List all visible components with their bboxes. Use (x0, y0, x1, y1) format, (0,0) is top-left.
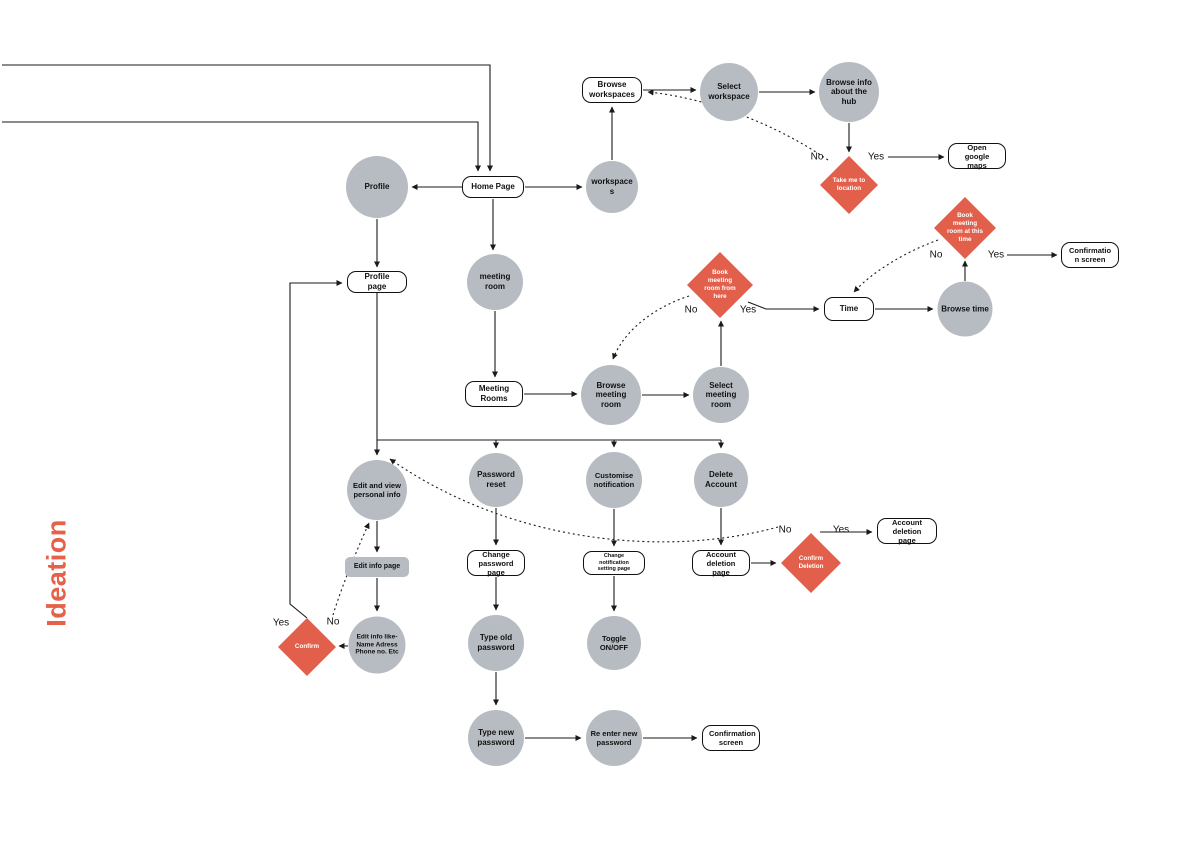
edge-bookhere-no-to-browse-meeting (612, 295, 690, 360)
node-change-password-page-label: Change password page (478, 549, 514, 577)
page-title: Ideation (41, 519, 72, 627)
edge-entry-top-1 (2, 64, 493, 172)
node-select-meeting-room-label: Select meeting room (705, 380, 737, 409)
node-edit-info-details: Edit info like- Name Adress Phone no. Et… (348, 616, 406, 674)
node-toggle-on-off: Toggle ON/OFF (587, 616, 641, 670)
node-confirmation-screen-booking-label: Confirmation screen (1068, 246, 1112, 264)
node-confirmation-screen-password-label: Confirmation screen (709, 729, 756, 747)
node-confirmation-screen-password: Confirmation screen (702, 725, 760, 751)
node-time-label: Time (839, 304, 859, 314)
node-browse-info-hub: Browse info about the hub (819, 62, 879, 122)
edge-label-confirm-deletion-yes: Yes (832, 524, 850, 536)
decision-confirm-deletion-label: Confirm Deletion (798, 555, 824, 570)
edge-booktime-no-to-time (853, 239, 939, 293)
node-re-enter-new-password: Re enter new password (586, 710, 642, 766)
node-browse-info-hub-label: Browse info about the hub (826, 77, 872, 106)
decision-book-meeting-room-at-this-time-label: Book meeting room at this time (946, 212, 984, 243)
node-account-deletion-page-confirm: Account deletion page (877, 517, 937, 545)
node-delete-account-label: Delete Account (704, 470, 737, 489)
edge-label-takeme-no: No (810, 151, 824, 163)
node-workspaces: workspaces (586, 161, 638, 213)
edge-label-confirm-edit-yes: Yes (272, 617, 290, 629)
node-meeting-rooms: Meeting Rooms (465, 381, 523, 407)
node-change-password-page: Change password page (467, 549, 525, 577)
edge-profile-page-spine (376, 293, 721, 441)
node-browse-meeting-room: Browse meeting room (581, 365, 641, 425)
node-home-page-label: Home Page (471, 182, 515, 192)
node-browse-workspaces-label: Browse workspaces (589, 80, 635, 99)
node-account-deletion-page-confirm-label: Account deletion page (892, 517, 922, 545)
node-password-reset: Password reset (469, 453, 523, 507)
node-customise-notification-label: Customise notification (593, 471, 635, 489)
decision-confirm-edit-label: Confirm (294, 643, 320, 651)
node-browse-workspaces: Browse workspaces (582, 77, 642, 103)
node-profile-page: Profile page (347, 271, 407, 293)
node-type-old-password: Type old password (468, 615, 524, 671)
node-account-deletion-page-label: Account deletion page (706, 549, 736, 577)
node-meeting-room: meeting room (467, 254, 523, 310)
node-open-google-maps: Open google maps (948, 142, 1006, 170)
node-select-workspace: Select workspace (700, 63, 758, 121)
edge-bookhere-yes-to-time (747, 301, 820, 312)
node-customise-notification: Customise notification (586, 452, 642, 508)
node-account-deletion-page: Account deletion page (692, 549, 750, 577)
node-profile-label: Profile (364, 182, 390, 192)
edge-label-takeme-yes: Yes (867, 151, 885, 163)
node-confirmation-screen-booking: Confirmation screen (1061, 242, 1119, 268)
decision-book-meeting-room-from-here-label: Book meeting room from here (704, 269, 736, 300)
edge-label-booktime-yes: Yes (987, 249, 1005, 261)
node-type-old-password-label: Type old password (477, 633, 515, 652)
node-meeting-rooms-label: Meeting Rooms (478, 384, 510, 403)
edge-label-booktime-no: No (929, 249, 943, 261)
node-change-notification-setting-page-label: Change notification setting page (597, 553, 631, 573)
node-edit-info-page-label: Edit info page (353, 563, 401, 571)
node-time: Time (824, 297, 874, 321)
decision-take-me-to-location-label: Take me to location (832, 177, 866, 192)
edge-takeme-no-to-browse-workspaces (647, 89, 829, 161)
node-browse-time-label: Browse time (941, 304, 989, 314)
node-delete-account: Delete Account (694, 453, 748, 507)
node-edit-view-personal-info-label: Edit and view personal info (353, 481, 401, 499)
edge-label-bookhere-yes: Yes (739, 304, 757, 316)
node-select-meeting-room: Select meeting room (693, 367, 749, 423)
node-browse-time: Browse time (937, 281, 993, 337)
node-toggle-on-off-label: Toggle ON/OFF (599, 634, 629, 652)
node-profile-page-label: Profile page (364, 272, 390, 291)
edge-confirm-yes-to-profile-page (289, 280, 343, 619)
edge-label-confirm-edit-no: No (326, 616, 340, 628)
edge-label-confirm-deletion-no: No (778, 524, 792, 536)
node-select-workspace-label: Select workspace (708, 82, 750, 101)
node-password-reset-label: Password reset (477, 470, 515, 489)
node-edit-view-personal-info: Edit and view personal info (347, 460, 407, 520)
node-profile: Profile (346, 156, 408, 218)
node-edit-info-page: Edit info page (345, 557, 409, 577)
edge-label-bookhere-no: No (684, 304, 698, 316)
node-type-new-password-label: Type new password (477, 728, 515, 747)
node-home-page: Home Page (462, 176, 524, 198)
node-browse-meeting-room-label: Browse meeting room (595, 380, 627, 409)
node-meeting-room-label: meeting room (479, 272, 511, 291)
node-type-new-password: Type new password (468, 710, 524, 766)
node-workspaces-label: workspaces (591, 177, 633, 196)
edge-entry-top-2 (2, 121, 481, 172)
node-change-notification-setting-page: Change notification setting page (583, 551, 645, 575)
node-re-enter-new-password-label: Re enter new password (590, 729, 638, 747)
node-open-google-maps-label: Open google maps (964, 142, 990, 170)
node-edit-info-details-label: Edit info like- Name Adress Phone no. Et… (355, 633, 399, 656)
